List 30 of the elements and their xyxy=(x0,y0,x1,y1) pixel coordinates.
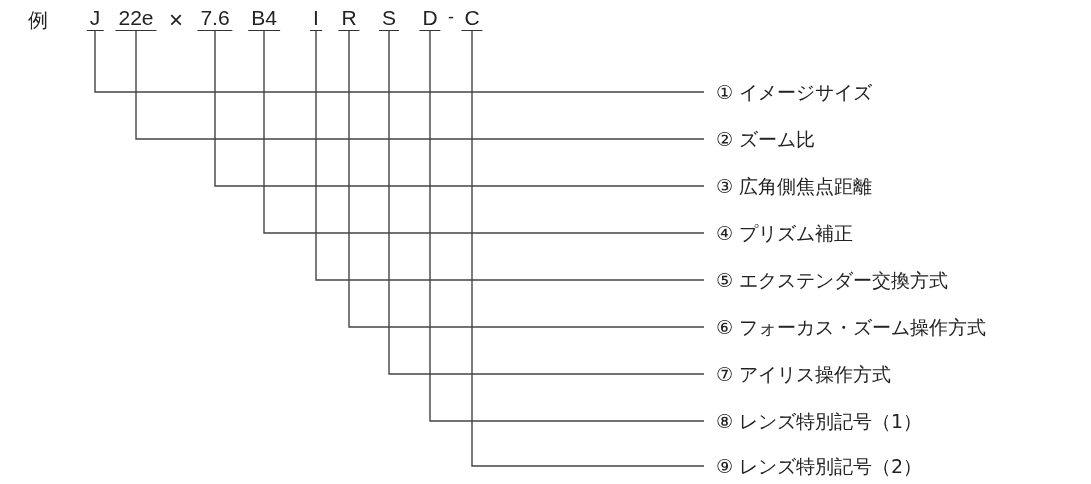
leader-line xyxy=(94,30,705,93)
leader-line xyxy=(135,30,705,140)
item-description: ③ 広角側焦点距離 xyxy=(716,175,873,197)
leader-line xyxy=(214,30,705,187)
item-description: ⑨ レンズ特別記号（2） xyxy=(716,455,923,477)
times-sign: × xyxy=(169,6,183,34)
code-letter: C xyxy=(461,7,483,31)
example-label: 例 xyxy=(28,7,48,34)
leader-line xyxy=(348,30,705,328)
leader-line xyxy=(429,30,705,422)
code-letter: 7.6 xyxy=(197,7,233,31)
leader-line xyxy=(263,30,705,234)
item-description: ⑥ フォーカス・ズーム操作方式 xyxy=(716,316,987,338)
leader-line xyxy=(315,30,705,281)
code-letter: J xyxy=(86,7,104,31)
item-description: ④ プリズム補正 xyxy=(716,222,854,244)
code-letter: S xyxy=(379,7,399,31)
item-description: ⑤ エクステンダー交換方式 xyxy=(716,269,949,291)
item-description: ① イメージサイズ xyxy=(716,81,873,103)
hyphen: - xyxy=(448,7,454,28)
code-letter: D xyxy=(419,7,441,31)
code-letter: I xyxy=(310,7,322,31)
code-letter: 22e xyxy=(115,7,157,31)
leader-line xyxy=(471,30,705,467)
item-description: ⑦ アイリス操作方式 xyxy=(716,363,892,385)
item-description: ⑧ レンズ特別記号（1） xyxy=(716,410,923,432)
leader-line xyxy=(388,30,705,375)
code-letter: B4 xyxy=(248,7,280,31)
code-letter: R xyxy=(338,7,360,31)
item-description: ② ズーム比 xyxy=(716,128,816,150)
